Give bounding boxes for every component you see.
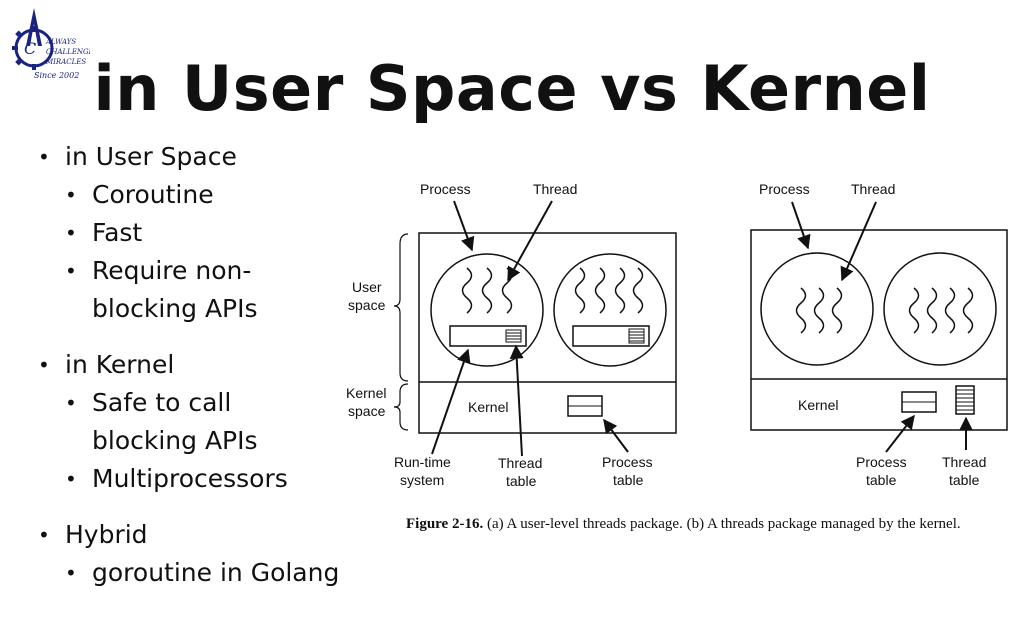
label-thread-table-b-2: table <box>949 472 980 488</box>
sub-bullet-safe: •Safe to call blocking APIs <box>65 388 258 455</box>
label-process-b: Process <box>759 181 810 197</box>
bullet-user-space: •in User Space <box>38 142 237 171</box>
label-thread-table-a-1: Thread <box>498 455 542 471</box>
figure-caption: Figure 2-16. (a) A user-level threads pa… <box>406 514 966 534</box>
label-thread-b: Thread <box>851 181 895 197</box>
label-thread-table-a-2: table <box>506 473 537 489</box>
logo-line-3: MIRACLES <box>45 58 86 66</box>
diagram-user-level: Process Thread Kernel User space Kernel … <box>346 181 677 489</box>
logo-line-4: Since 2002 <box>34 71 79 80</box>
logo-line-1: ALWAYS <box>45 38 76 46</box>
sub-bullet-coroutine: •Coroutine <box>65 180 214 209</box>
bullet-kernel: •in Kernel <box>38 350 175 379</box>
sub-bullet-require: •Require non-blocking APIs <box>65 256 258 323</box>
label-runtime-2: system <box>400 472 444 488</box>
logo-line-2: CHALLENGE <box>46 48 90 56</box>
svg-text:C: C <box>24 39 36 58</box>
label-user-space-1: User <box>352 279 382 295</box>
label-process-table-a-1: Process <box>602 454 653 470</box>
caption-figure-id: Figure 2-16. <box>406 516 484 532</box>
label-process-table-b-1: Process <box>856 454 907 470</box>
label-kernel-space-2: space <box>348 403 386 419</box>
page-title: in User Space vs Kernel <box>93 52 931 125</box>
caption-text: (a) A user-level threads package. (b) A … <box>486 516 961 532</box>
bullet-list: •in User Space •Coroutine •Fast •Require… <box>38 138 368 592</box>
label-user-space-2: space <box>348 297 386 313</box>
bullet-hybrid: •Hybrid <box>38 520 148 549</box>
sub-bullet-fast: •Fast <box>65 218 143 247</box>
diagram-kernel-level: Process Thread Kernel Process table Thre… <box>750 181 1008 488</box>
logo: C ALWAYS CHALLENGE MIRACLES Since 2002 <box>12 8 90 80</box>
threads-figure: Process Thread Kernel User space Kernel … <box>346 181 1008 489</box>
label-thread-a: Thread <box>533 181 577 197</box>
label-thread-table-b-1: Thread <box>942 454 986 470</box>
label-process-table-a-2: table <box>613 472 644 488</box>
label-runtime-1: Run-time <box>394 454 451 470</box>
label-process-a: Process <box>420 181 471 197</box>
label-process-table-b-2: table <box>866 472 897 488</box>
label-kernel-space-1: Kernel <box>346 385 386 401</box>
label-kernel-a: Kernel <box>468 399 508 415</box>
label-kernel-b: Kernel <box>798 397 838 413</box>
sub-bullet-multiprocessors: •Multiprocessors <box>65 464 288 493</box>
sub-bullet-goroutine: •goroutine in Golang <box>65 558 340 587</box>
